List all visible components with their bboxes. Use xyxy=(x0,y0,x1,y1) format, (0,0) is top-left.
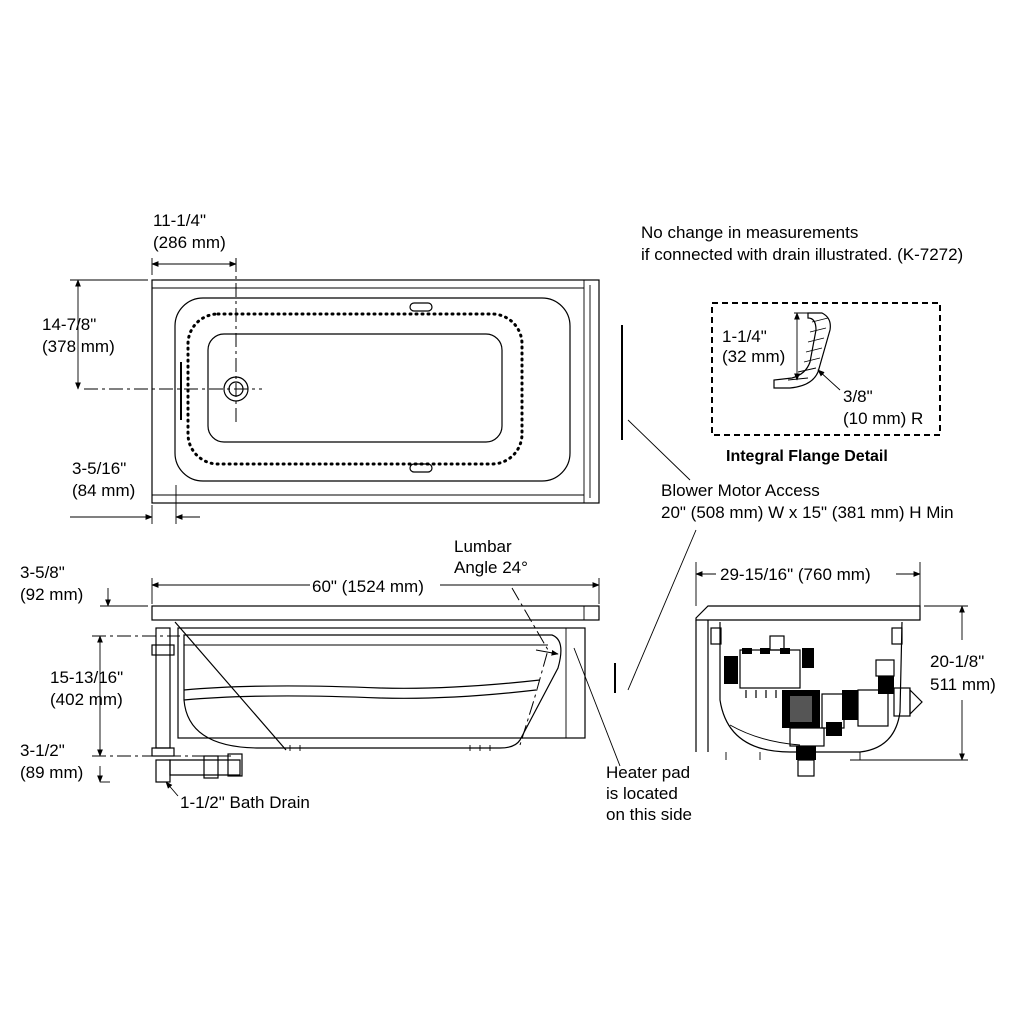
flange-height-line-2: (32 mm) xyxy=(722,347,785,366)
heater-line-2: is located xyxy=(606,784,678,803)
top-offset-line-2: (92 mm) xyxy=(20,585,83,604)
flange-radius-line-1: 3/8" xyxy=(843,387,873,406)
flange-radius-line-2: (10 mm) R xyxy=(843,409,923,428)
blower-line-2: 20" (508 mm) W x 15" (381 mm) H Min xyxy=(661,503,954,522)
bottom-offset-line-1: 3-1/2" xyxy=(20,741,65,760)
end-height-line-1: 20-1/8" xyxy=(930,652,984,671)
drain-depth-line-1: 14-7/8" xyxy=(42,315,96,334)
end-view-outline xyxy=(695,605,921,621)
drain-offset-line-2: (286 mm) xyxy=(153,233,226,252)
top-view: 11-1/4" (286 mm) 14-7/8" (378 mm) 3-5/16… xyxy=(42,211,623,524)
heater-line-1: Heater pad xyxy=(606,763,690,782)
note-line-1: No change in measurements xyxy=(641,223,858,242)
note-line-2: if connected with drain illustrated. (K-… xyxy=(641,245,963,264)
blower-line-1: Blower Motor Access xyxy=(661,481,820,500)
drain-depth-line-2: (378 mm) xyxy=(42,337,115,356)
flange-height-line-1: 1-1/4" xyxy=(722,327,767,346)
top-view-outline xyxy=(151,279,600,504)
drain-height-line-2: (402 mm) xyxy=(50,690,123,709)
air-valve xyxy=(875,659,923,717)
length-label: 60" (1524 mm) xyxy=(312,577,424,596)
heater-line-3: on this side xyxy=(606,805,692,824)
drain-height-line-1: 15-13/16" xyxy=(50,668,123,687)
pump-motor xyxy=(724,635,814,698)
flange-detail-title: Integral Flange Detail xyxy=(726,448,888,465)
rim-width-line-2: (84 mm) xyxy=(72,481,135,500)
bottom-offset-line-2: (89 mm) xyxy=(20,763,83,782)
side-view-outline xyxy=(151,605,600,621)
lumbar-line-2: Angle 24° xyxy=(454,558,528,577)
side-view: 60" (1524 mm) Lumbar Angle 24° 3-5/8" (9… xyxy=(20,537,692,824)
end-width-label: 29-15/16" (760 mm) xyxy=(720,565,871,584)
flange-detail: 1-1/4" (32 mm) 3/8" (10 mm) R Integral F… xyxy=(711,302,941,465)
flange-detail-box xyxy=(711,302,941,436)
end-view: 29-15/16" (760 mm) xyxy=(695,562,996,777)
rim-width-line-1: 3-5/16" xyxy=(72,459,126,478)
drain-offset-line-1: 11-1/4" xyxy=(153,211,206,230)
top-offset-line-1: 3-5/8" xyxy=(20,563,65,582)
end-height-line-2: 511 mm) xyxy=(930,675,996,694)
lumbar-line-1: Lumbar xyxy=(454,537,512,556)
blower-unit xyxy=(782,689,889,777)
bath-drain-label: 1-1/2" Bath Drain xyxy=(180,793,310,812)
